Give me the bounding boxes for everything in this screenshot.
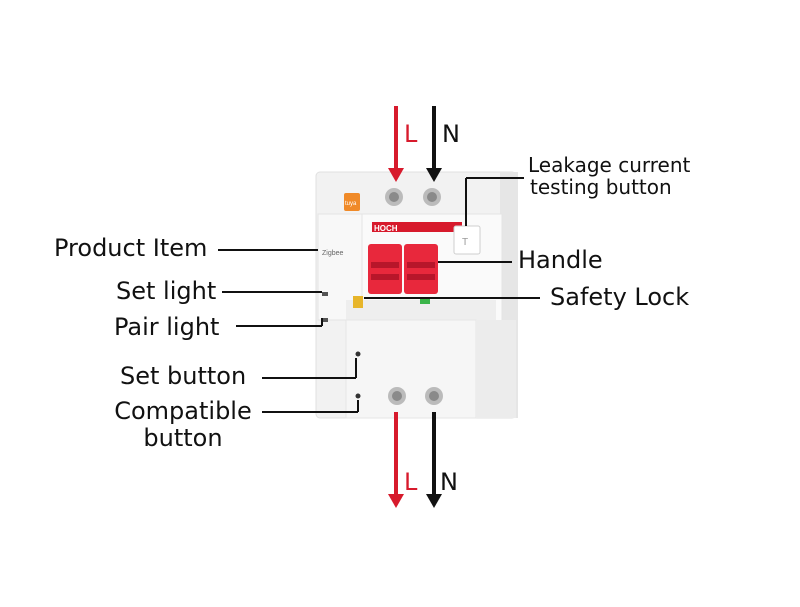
bottom-live-label: L — [404, 468, 418, 496]
top-live-label: L — [404, 120, 418, 148]
bottom-screw-l-icon — [388, 387, 406, 405]
zigbee-text: Zigbee — [322, 250, 344, 257]
compatible-button-label-line2: button — [143, 424, 223, 452]
set-button-label: Set button — [120, 362, 247, 390]
handle-left[interactable] — [368, 244, 402, 294]
top-screw-n-icon — [423, 188, 441, 206]
svg-text:T: T — [462, 237, 468, 248]
handle-right[interactable] — [404, 244, 438, 294]
pair-light-label: Pair light — [114, 313, 220, 341]
brand-text: HOCH — [374, 224, 398, 233]
top-screw-l-icon — [385, 188, 403, 206]
bottom-neutral-label: N — [440, 468, 458, 496]
leakage-current-label: Leakage current testing button — [528, 154, 690, 198]
compatible-button-label-line1: Compatible — [114, 397, 252, 425]
status-indicator-icon — [420, 298, 430, 304]
top-neutral-label: N — [442, 120, 460, 148]
set-button-icon[interactable] — [355, 351, 361, 357]
safety-lock-label: Safety Lock — [550, 283, 690, 311]
leakage-current-label-line1: Leakage current — [528, 153, 691, 177]
product-item-label: Product Item — [54, 234, 208, 262]
set-light-label: Set light — [116, 277, 217, 305]
bottom-screw-n-icon — [425, 387, 443, 405]
compatible-button-label: Compatible button — [112, 399, 254, 450]
safety-lock-icon[interactable] — [353, 296, 363, 308]
tuya-text: tuya — [345, 201, 357, 207]
pair-light-icon — [322, 318, 328, 322]
leakage-test-button[interactable]: T — [453, 225, 481, 255]
tuya-badge-icon — [344, 193, 360, 211]
set-light-icon — [322, 292, 328, 296]
compatible-button-icon[interactable] — [355, 393, 361, 399]
brand-strip — [372, 222, 462, 232]
handle-label: Handle — [518, 246, 603, 274]
leakage-current-label-line2: testing button — [530, 175, 672, 199]
